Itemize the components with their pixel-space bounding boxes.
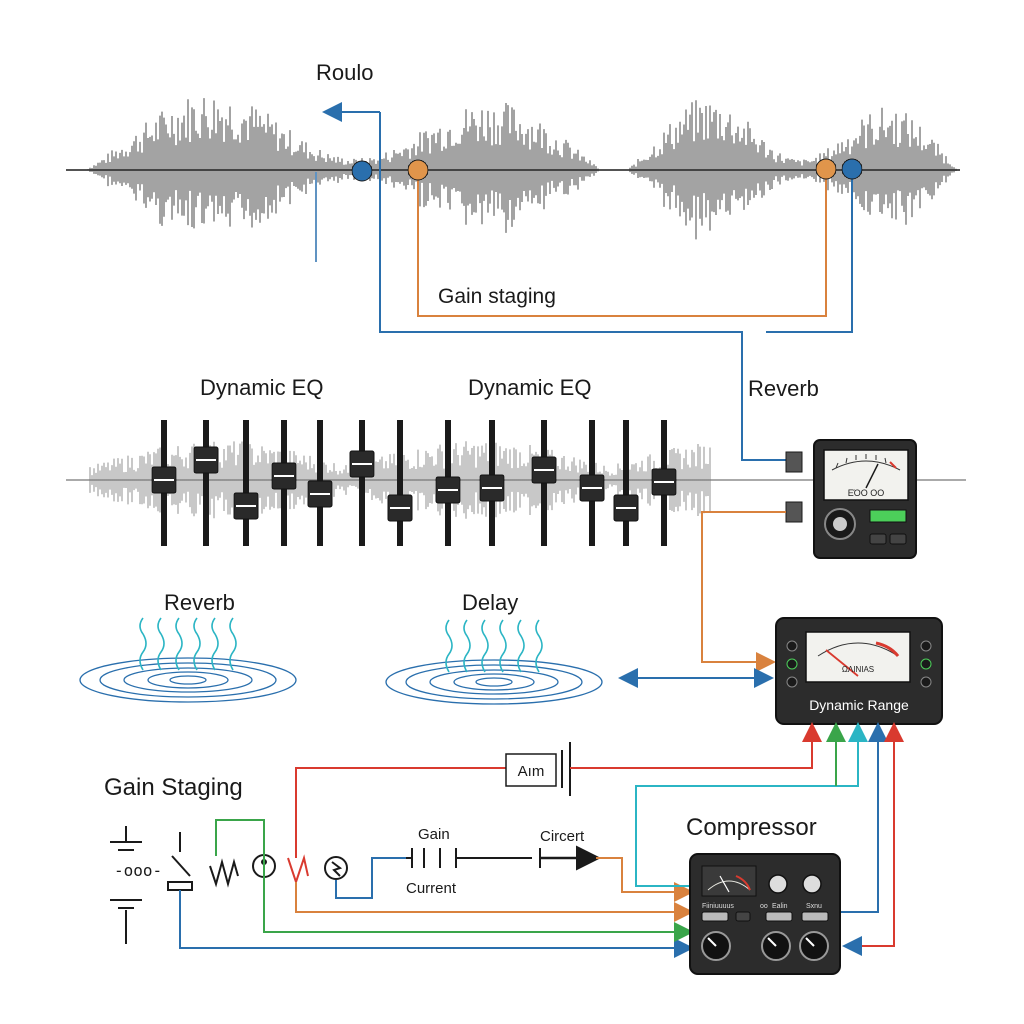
delay-ripple-icon <box>385 619 603 705</box>
compressor-button-2[interactable] <box>735 911 751 922</box>
aim-box-label: Aım <box>518 763 545 780</box>
eq-fader-bank <box>151 420 677 546</box>
dynamic-range-device: ΩΛΙΝΙΑS Dynamic Range <box>775 617 943 725</box>
dynamic-range-needle <box>825 649 859 677</box>
dynamic-range-meter-caption: ΩΛΙΝΙΑS <box>842 665 874 674</box>
eq-fader-11[interactable] <box>579 420 605 546</box>
orange-gain-staging-route <box>417 172 827 317</box>
compressor-button-3[interactable] <box>765 911 793 922</box>
eq-fader-8[interactable] <box>435 420 461 546</box>
node-orange-right[interactable] <box>815 158 837 180</box>
reverb-button-2[interactable] <box>889 533 907 545</box>
green-circuit-wire <box>215 819 694 942</box>
compressor-small-knob-1[interactable] <box>768 874 788 894</box>
reverb-meter-scale: ΕΌΟ ΟΟ <box>848 488 884 498</box>
orange-route-dynamic-range <box>701 511 786 672</box>
eq-fader-9[interactable] <box>479 420 505 546</box>
reverb-meter-screen <box>823 449 909 501</box>
gain-label: Gain <box>418 826 450 843</box>
compressor-button-4[interactable] <box>801 911 829 922</box>
compressor-knob-1[interactable] <box>701 931 731 961</box>
reverb-meter-needle <box>865 463 879 489</box>
compressor-label-k1: Ealin <box>772 903 788 910</box>
dynamic-range-label: Dynamic Range <box>809 697 909 713</box>
eq-fader-7[interactable] <box>387 420 413 546</box>
delay-ripple-label: Delay <box>462 590 518 615</box>
compressor-label: Compressor <box>686 814 817 841</box>
current-label: Current <box>406 880 457 897</box>
blue-route-reverb <box>379 112 792 461</box>
circert-label: Circert <box>540 828 585 845</box>
eq-fader-2[interactable] <box>193 420 219 546</box>
switch-icon <box>167 832 193 891</box>
blue-circuit-wire <box>179 890 694 958</box>
aim-box <box>505 753 557 787</box>
eq-fader-12[interactable] <box>613 420 639 546</box>
compressor-knob-2[interactable] <box>761 931 791 961</box>
compressor-label-left: Fiiniuuuus <box>702 903 734 910</box>
roulo-label: Roulo <box>316 60 373 85</box>
reverb-button-1[interactable] <box>869 533 887 545</box>
compressor-button-1[interactable] <box>701 911 729 922</box>
orange-circert-wire <box>596 857 694 902</box>
eq-fader-13[interactable] <box>651 420 677 546</box>
eq-fader-3[interactable] <box>233 420 259 546</box>
red-route-dynamic-range <box>570 722 822 769</box>
node-blue-left[interactable] <box>351 160 373 182</box>
eq-fader-10[interactable] <box>531 420 557 546</box>
reverb-ripple-icon <box>79 617 297 703</box>
svg-text:-ooo-: -ooo- <box>114 861 162 880</box>
eq-fader-1[interactable] <box>151 420 177 546</box>
compressor-label-k2: Sxnu <box>806 903 822 910</box>
dynamic-range-meter <box>805 631 911 683</box>
gain-staging-top-label: Gain staging <box>438 285 556 308</box>
reverb-ripple-label: Reverb <box>164 590 235 615</box>
battery-icon: -ooo- <box>110 826 162 944</box>
dynamic-eq-right-label: Dynamic EQ <box>468 375 591 400</box>
reverb-device: ΕΌΟ ΟΟ <box>785 439 917 559</box>
red-route-compressor-up <box>842 722 904 956</box>
blue-source-wire <box>335 857 406 899</box>
compressor-label-mid: oo <box>760 903 768 910</box>
eq-fader-4[interactable] <box>271 420 297 546</box>
heating-element-icon <box>287 854 309 886</box>
blue-right-route <box>766 172 853 333</box>
gain-capacitor-icon <box>406 848 532 868</box>
reverb-top-label: Reverb <box>748 376 819 401</box>
node-blue-right[interactable] <box>841 158 863 180</box>
reverb-status-led <box>869 509 907 523</box>
gain-staging-circuit-label: Gain Staging <box>104 774 243 801</box>
compressor-knob-3[interactable] <box>799 931 829 961</box>
resistor-icon <box>209 858 239 888</box>
eq-fader-5[interactable] <box>307 420 333 546</box>
eq-fader-6[interactable] <box>349 420 375 546</box>
compressor-small-knob-2[interactable] <box>802 874 822 894</box>
voltage-source-icon <box>324 856 348 880</box>
dynamic-eq-left-label: Dynamic EQ <box>200 375 323 400</box>
red-circuit-wire-left <box>295 767 506 858</box>
compressor-device: Fiiniuuuus oo Ealin Sxnu <box>689 853 841 975</box>
orange-circuit-wire <box>295 882 694 922</box>
node-orange-left[interactable] <box>407 159 429 181</box>
